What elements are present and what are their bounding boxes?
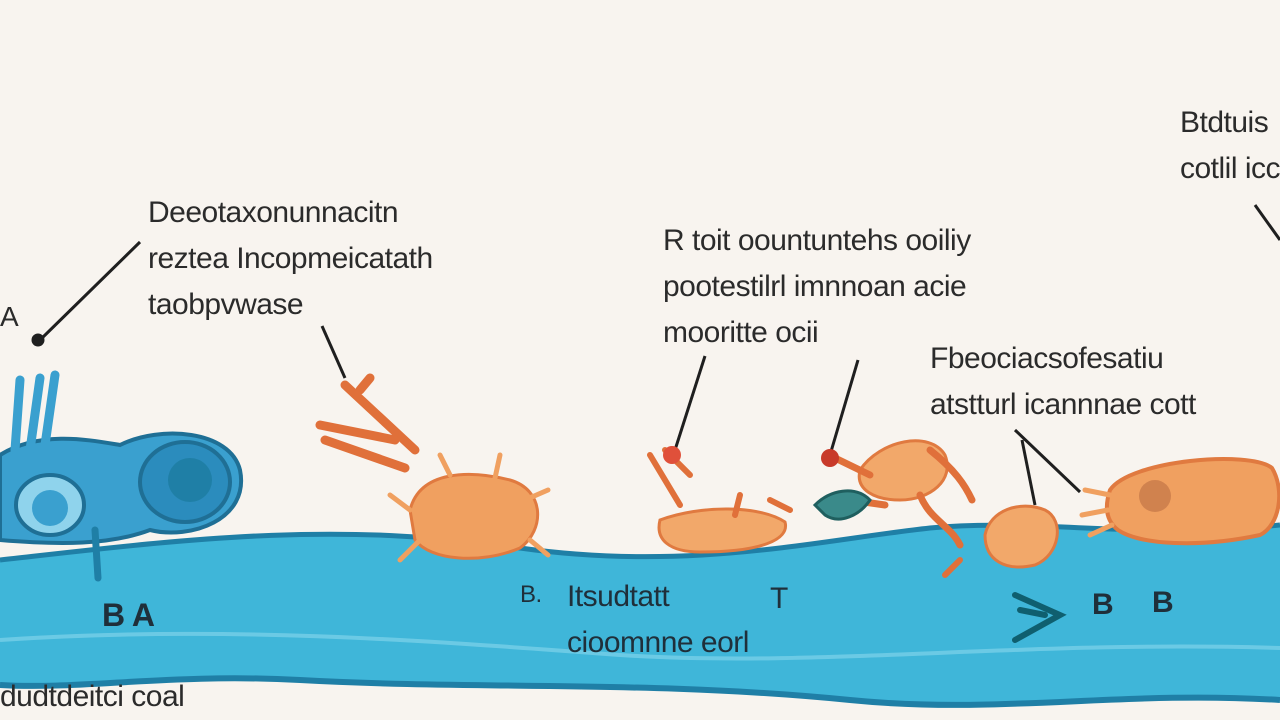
orange-capsule-cell [1079,457,1280,546]
stream-band [0,525,1280,705]
left-callout-line-3: taobpvwase [148,288,304,321]
stream-top-edge [0,522,1280,563]
stream-right-label-2: B [1152,586,1174,619]
stream-center-line-1: Itsudtatt [567,580,670,613]
top-right-label: Btdtuis cotlil icc [1180,100,1280,192]
left-callout: Deeotaxonunnacitn reztea Incopmeicatath … [148,190,433,328]
middle-callout-line-3: mooritte ocii [663,316,819,349]
middle-callout-line-1: R toit oountuntehs ooiliy [663,224,971,257]
stream-right-label-1: B [1092,588,1114,621]
orange-antibody [315,373,420,473]
middle-callout-line-2: pootestilrl imnnoan acie [663,270,967,303]
left-callout-line-1: Deeotaxonunnacitn [148,196,399,229]
orange-crab-cell [812,439,976,549]
orange-small-cell [942,504,1059,578]
left-edge-mark: A [0,301,19,332]
right-callout: Fbeociacsofesatiu atstturl icannnae cott [930,336,1196,428]
top-right-label-line-2: cotlil icc [1180,152,1280,185]
stream-left-label: B A [102,597,155,633]
stream-bottom-edge [0,675,1280,708]
bottom-left-label: dudtdeitci coal [0,680,185,713]
stream-center-prefix: B. [520,581,542,608]
orange-elongated-cell [647,446,793,554]
left-callout-line-2: reztea Incopmeicatath [148,242,433,275]
right-callout-line-1: Fbeociacsofesatiu [930,342,1164,375]
blue-cell [0,370,244,582]
stream-center-line-2: cioomnne eorl [567,626,749,659]
stream-t-label: T [770,582,788,615]
stream-center-label: Itsudtatt cioomnne eorl [567,574,749,666]
middle-callout: R toit oountuntehs ooiliy pootestilrl im… [663,218,971,356]
stream-arrow-mark [1012,592,1067,643]
right-callout-line-2: atstturl icannnae cott [930,388,1196,421]
orange-spiky-cell [387,452,551,563]
pointer-lines [31,204,1280,506]
stream-highlight [0,631,1280,661]
top-right-label-line-1: Btdtuis [1180,106,1269,139]
